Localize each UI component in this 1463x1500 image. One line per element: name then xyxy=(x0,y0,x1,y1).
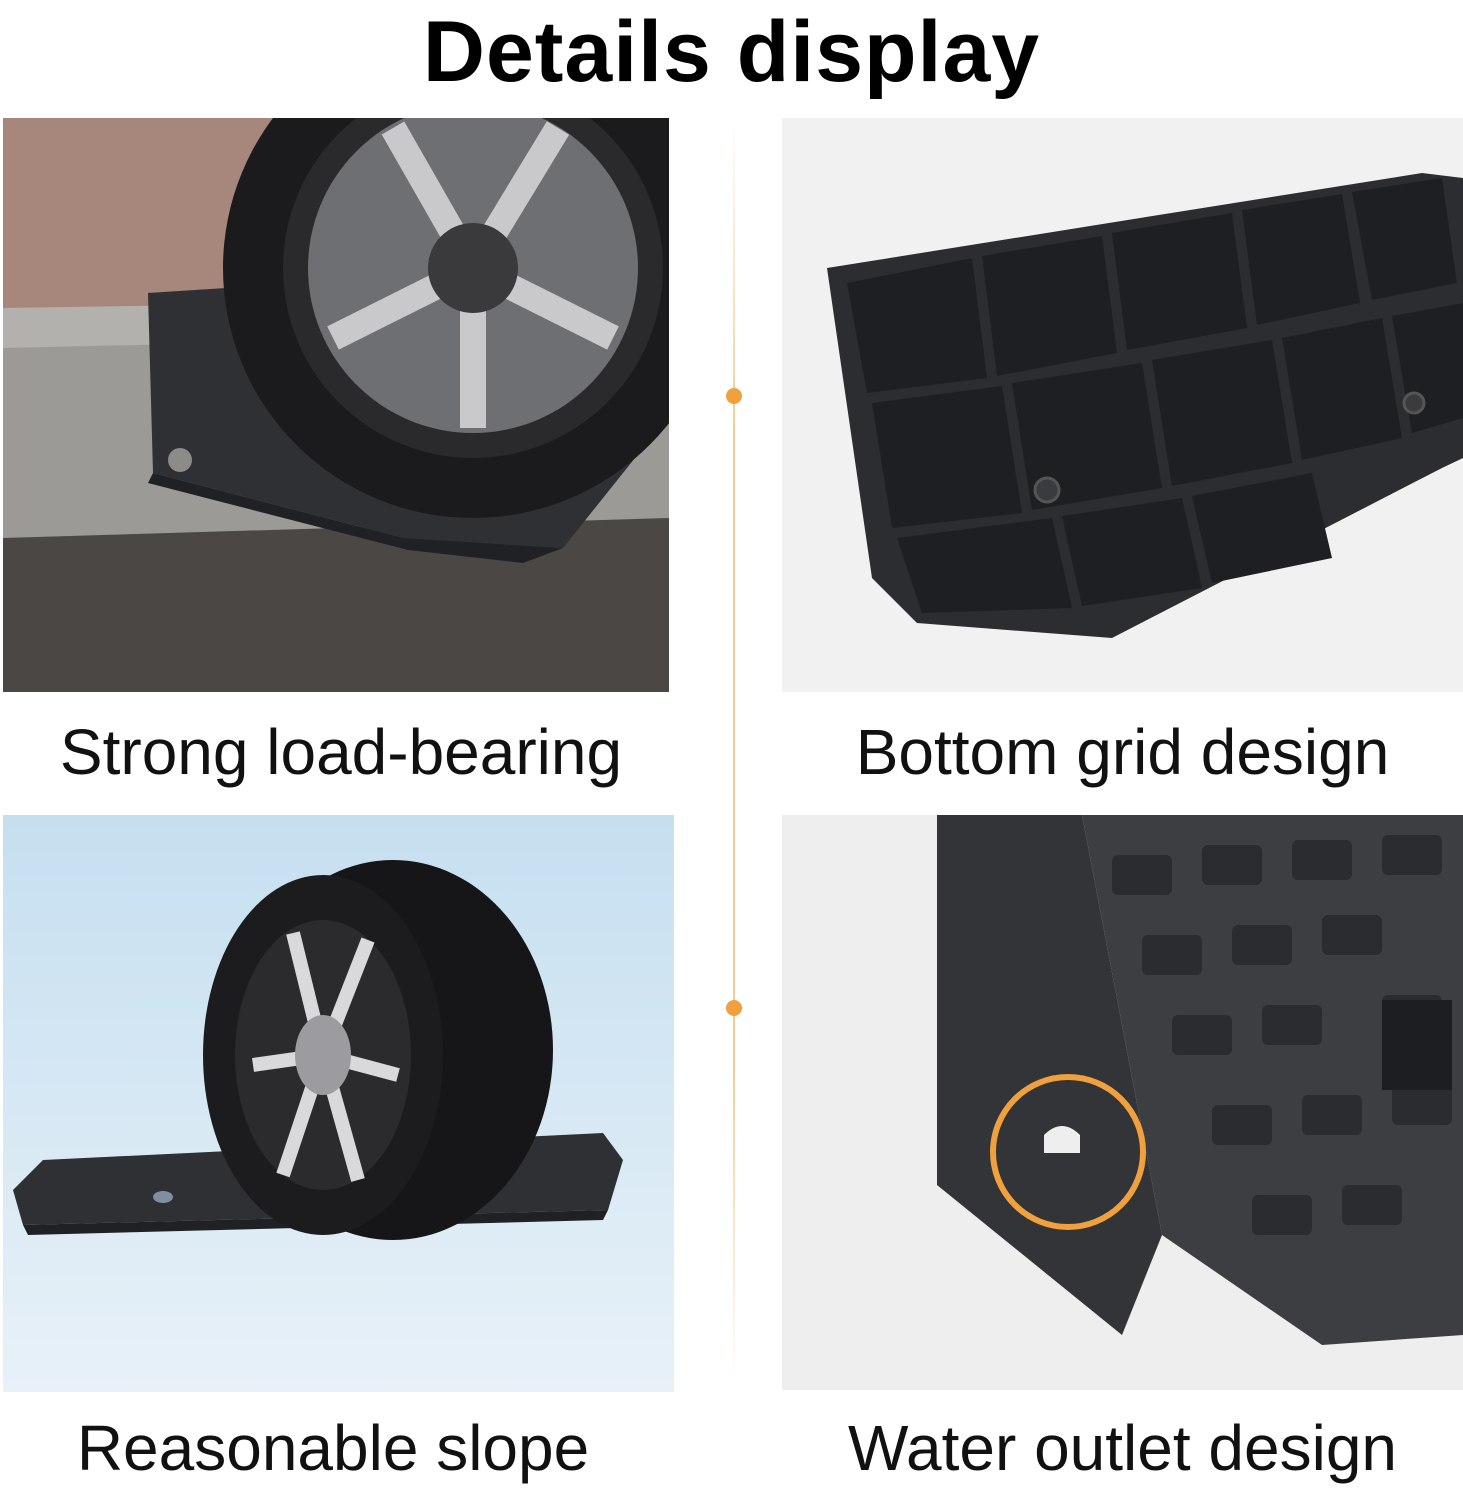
photo-water-outlet xyxy=(782,815,1463,1390)
photo-load-bearing xyxy=(3,118,669,692)
caption-bottom-grid: Bottom grid design xyxy=(855,716,1390,788)
caption-water-outlet: Water outlet design xyxy=(847,1412,1398,1484)
page-title: Details display xyxy=(422,4,1041,100)
caption-reasonable-slope: Reasonable slope xyxy=(76,1412,590,1484)
divider-dot-bottom xyxy=(726,1000,742,1016)
caption-load-bearing: Strong load-bearing xyxy=(59,716,623,788)
center-divider xyxy=(733,115,735,1385)
divider-dot-top xyxy=(726,388,742,404)
photo-bottom-grid xyxy=(782,118,1463,692)
photo-reasonable-slope xyxy=(3,815,674,1392)
